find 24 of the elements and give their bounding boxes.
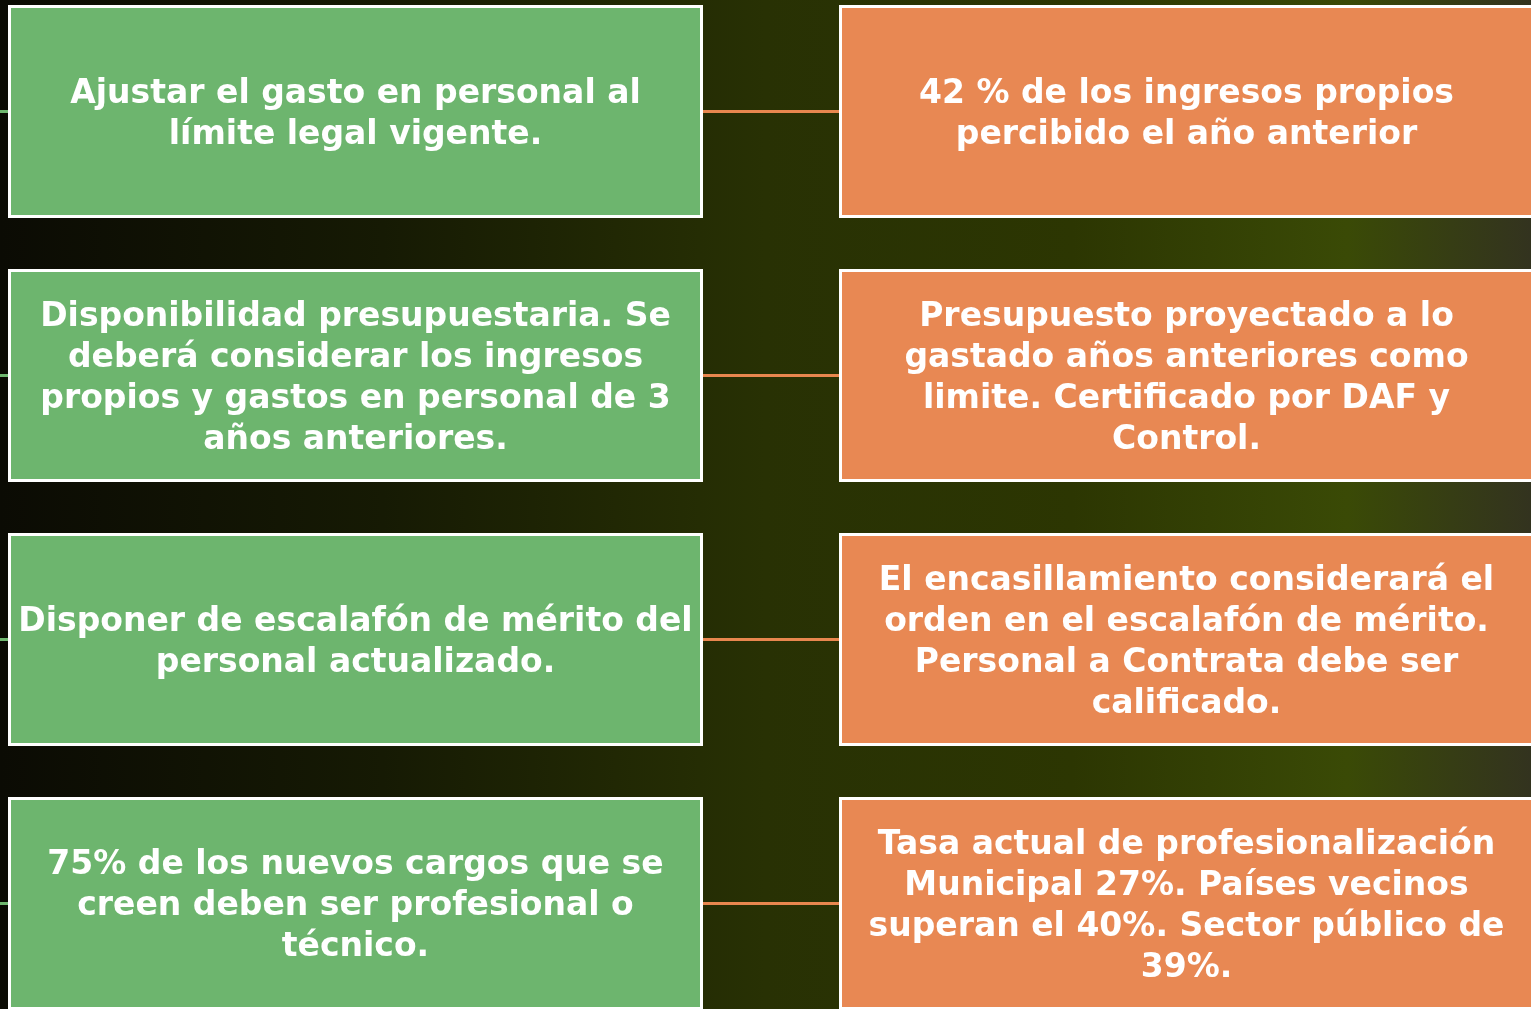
connector-line	[703, 638, 839, 641]
connector-line	[0, 374, 8, 377]
connector-line	[703, 110, 839, 113]
box-text: 75% de los nuevos cargos que se creen deben ser profesional o técnico.	[46, 842, 665, 965]
box-text: Presupuesto proyectado a lo gastado años anteriores como limite. Certificado por DAF y Control.	[903, 293, 1470, 458]
box-text: 42 % de los ingresos propios percibido el año anterior	[918, 70, 1455, 153]
box-text: Disponer de escalafón de mérito del personal actualizado.	[17, 598, 694, 681]
text-box	[8, 5, 703, 218]
text-box	[8, 797, 703, 1009]
text-box	[8, 533, 703, 746]
box-text: Tasa actual de profesionalización Municipal 27%. Países vecinos superan el 40%. Sector público de 39%.	[867, 821, 1506, 986]
connector-line	[703, 902, 839, 905]
text-box	[839, 797, 1531, 1009]
connector-line	[0, 638, 8, 641]
box-text: Ajustar el gasto en personal al límite legal vigente.	[69, 70, 642, 153]
connector-line	[0, 110, 8, 113]
connector-line	[703, 374, 839, 377]
text-box	[8, 269, 703, 482]
box-text: Disponibilidad presupuestaria. Se deberá considerar los ingresos propios y gastos en personal de 3 años anteriores.	[39, 293, 672, 458]
text-box	[839, 5, 1531, 218]
text-box	[839, 269, 1531, 482]
text-box	[839, 533, 1531, 746]
connector-line	[0, 902, 8, 905]
box-text: El encasillamiento considerará el orden en el escalafón de mérito. Personal a Contrata debe ser calificado.	[877, 557, 1496, 722]
